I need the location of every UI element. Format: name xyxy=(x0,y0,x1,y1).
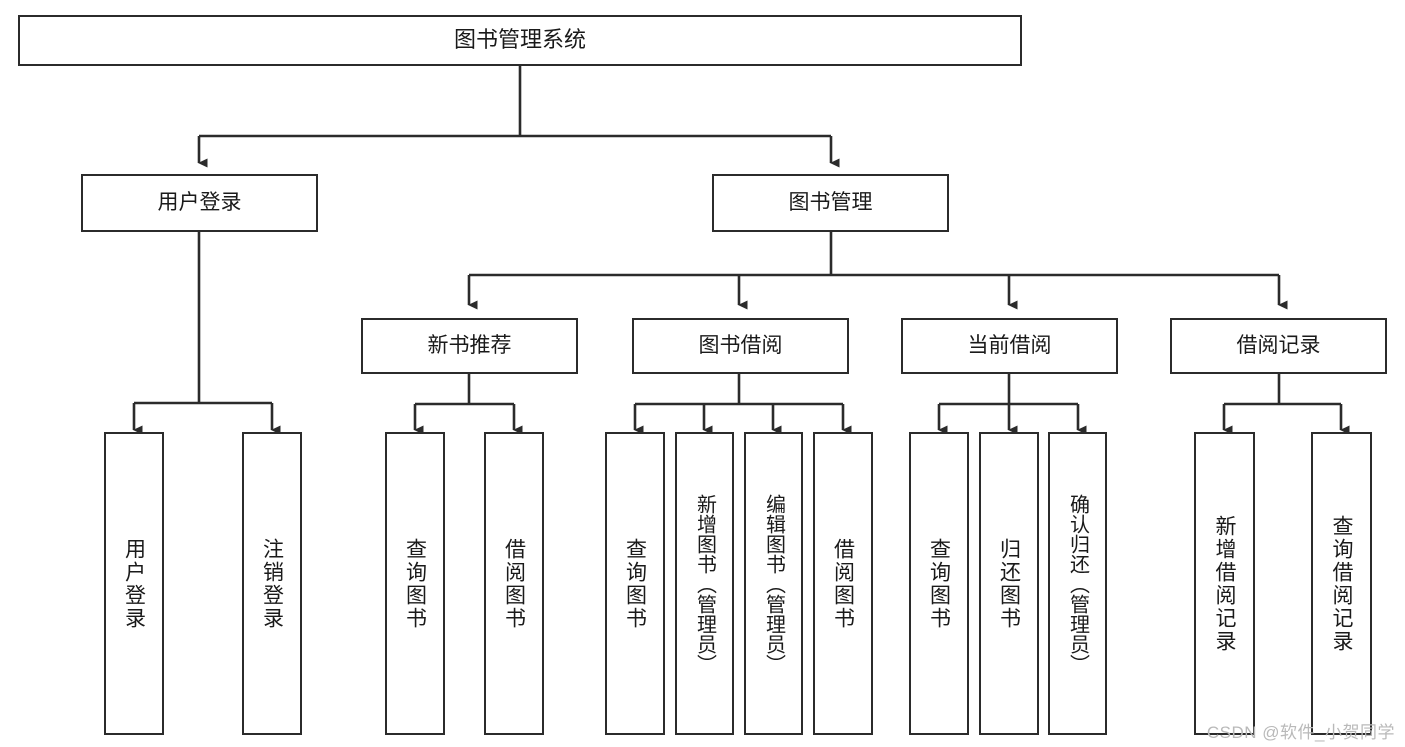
node-leaf-borrow-book-1[interactable]: 借阅图书 xyxy=(484,432,544,735)
node-leaf-borrow-book-2[interactable]: 借阅图书 xyxy=(813,432,873,735)
node-label: 借阅记录 xyxy=(1236,334,1321,358)
node-current-borrow[interactable]: 当前借阅 xyxy=(901,318,1118,374)
node-leaf-user-logout[interactable]: 注销登录 xyxy=(242,432,302,735)
node-label: 用户登录 xyxy=(122,537,146,630)
node-label: 确认归还（管理员） xyxy=(1066,493,1089,674)
node-leaf-query-book-2[interactable]: 查询图书 xyxy=(605,432,665,735)
watermark-text: CSDN @软件_小贺同学 xyxy=(1206,723,1395,742)
node-leaf-confirm-return[interactable]: 确认归还（管理员） xyxy=(1048,432,1107,735)
node-leaf-edit-book[interactable]: 编辑图书（管理员） xyxy=(744,432,803,735)
node-label: 查询图书 xyxy=(927,537,951,630)
node-leaf-add-book[interactable]: 新增图书（管理员） xyxy=(675,432,734,735)
node-label: 编辑图书（管理员） xyxy=(762,493,785,674)
node-label: 图书管理系统 xyxy=(453,27,586,53)
node-user-login[interactable]: 用户登录 xyxy=(81,174,318,232)
node-label: 借阅图书 xyxy=(502,537,526,630)
node-leaf-return-book[interactable]: 归还图书 xyxy=(979,432,1039,735)
node-label: 注销登录 xyxy=(260,537,284,630)
node-label: 查询图书 xyxy=(623,537,647,630)
node-label: 图书借阅 xyxy=(698,334,783,358)
node-leaf-user-login[interactable]: 用户登录 xyxy=(104,432,164,735)
node-label: 新增借阅记录 xyxy=(1213,514,1236,653)
node-root-system[interactable]: 图书管理系统 xyxy=(18,15,1022,66)
node-label: 查询图书 xyxy=(403,537,427,630)
node-book-management[interactable]: 图书管理 xyxy=(712,174,949,232)
node-leaf-query-book-3[interactable]: 查询图书 xyxy=(909,432,969,735)
node-new-book-recommend[interactable]: 新书推荐 xyxy=(361,318,578,374)
node-label: 图书管理 xyxy=(788,191,873,215)
node-label: 归还图书 xyxy=(997,537,1021,630)
node-book-borrow[interactable]: 图书借阅 xyxy=(632,318,849,374)
node-label: 当前借阅 xyxy=(967,334,1052,358)
node-label: 新增图书（管理员） xyxy=(693,493,716,674)
node-label: 新书推荐 xyxy=(427,334,512,358)
node-leaf-query-book-1[interactable]: 查询图书 xyxy=(385,432,445,735)
node-label: 借阅图书 xyxy=(831,537,855,630)
node-label: 查询借阅记录 xyxy=(1330,514,1353,653)
node-borrow-record[interactable]: 借阅记录 xyxy=(1170,318,1387,374)
node-label: 用户登录 xyxy=(157,191,242,215)
node-leaf-add-record[interactable]: 新增借阅记录 xyxy=(1194,432,1255,735)
node-leaf-query-record[interactable]: 查询借阅记录 xyxy=(1311,432,1372,735)
